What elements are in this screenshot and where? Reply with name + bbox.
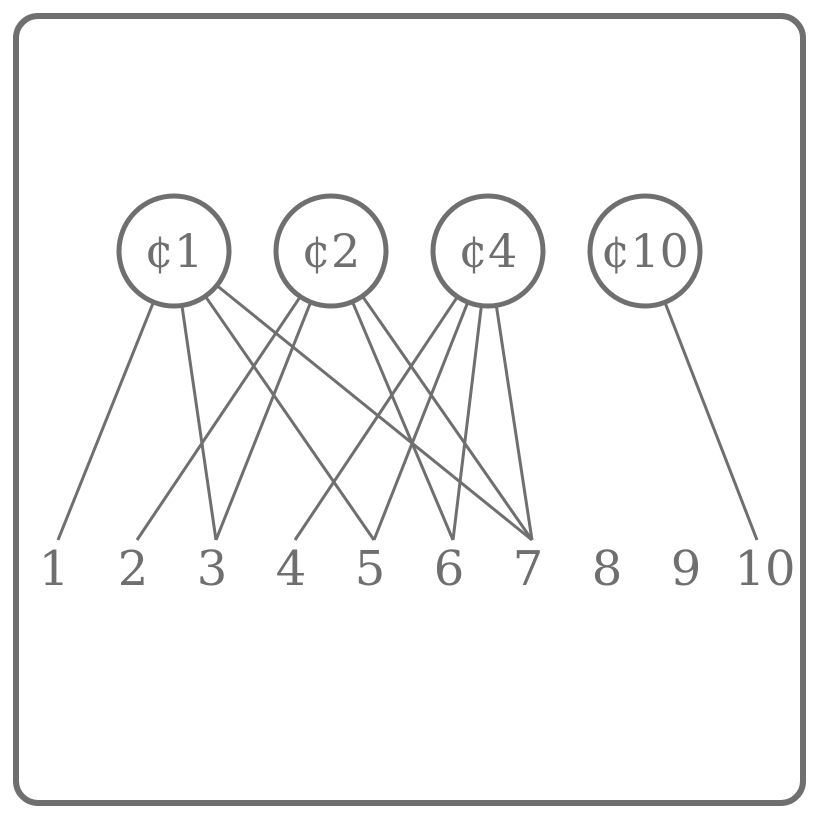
edge-c4-to-4 bbox=[293, 295, 459, 541]
coin-node-c1: ¢1 bbox=[116, 193, 232, 309]
edge-c1-to-1 bbox=[56, 301, 155, 541]
edge-c1-to-3 bbox=[180, 305, 218, 541]
coin-circle-c4 bbox=[430, 193, 546, 309]
coin-node-c2: ¢2 bbox=[273, 193, 389, 309]
coin-label-c2: ¢2 bbox=[302, 224, 361, 278]
number-label-6: 6 bbox=[434, 541, 465, 597]
coin-circle-c2 bbox=[273, 193, 389, 309]
number-label-10: 10 bbox=[734, 541, 795, 597]
number-label-4: 4 bbox=[276, 541, 307, 597]
edge-c10-to-10 bbox=[663, 301, 759, 541]
diagram-frame bbox=[13, 13, 806, 806]
coin-circle-c1 bbox=[116, 193, 232, 309]
number-label-highlighted-8: 8 bbox=[592, 541, 623, 597]
coin-label-c1: ¢1 bbox=[145, 224, 204, 278]
number-label-1: 1 bbox=[39, 541, 70, 597]
coin-circle-c10 bbox=[587, 193, 703, 309]
number-label-3: 3 bbox=[197, 541, 228, 597]
coin-node-c10: ¢10 bbox=[587, 193, 703, 309]
edge-c2-to-6 bbox=[351, 301, 455, 541]
coin-label-c10: ¢10 bbox=[601, 224, 689, 278]
number-label-2: 2 bbox=[118, 541, 149, 597]
edge-c2-to-3 bbox=[214, 301, 313, 541]
number-label-7: 7 bbox=[513, 541, 544, 597]
coin-layer: ¢1 ¢2 ¢4 ¢10 bbox=[116, 193, 703, 309]
number-label-5: 5 bbox=[355, 541, 386, 597]
coin-node-c4: ¢4 bbox=[430, 193, 546, 309]
edge-c2-to-7 bbox=[361, 295, 534, 541]
edge-c4-to-6 bbox=[451, 305, 483, 541]
edge-c4-to-5 bbox=[372, 301, 470, 541]
edge-c2-to-2 bbox=[135, 295, 302, 541]
coin-label-c4: ¢4 bbox=[459, 224, 518, 278]
edge-c1-to-7 bbox=[215, 284, 533, 542]
edge-layer bbox=[56, 284, 759, 542]
number-label-9: 9 bbox=[671, 541, 702, 597]
edge-c1-to-5 bbox=[204, 295, 376, 541]
edge-c4-to-7 bbox=[494, 305, 534, 541]
